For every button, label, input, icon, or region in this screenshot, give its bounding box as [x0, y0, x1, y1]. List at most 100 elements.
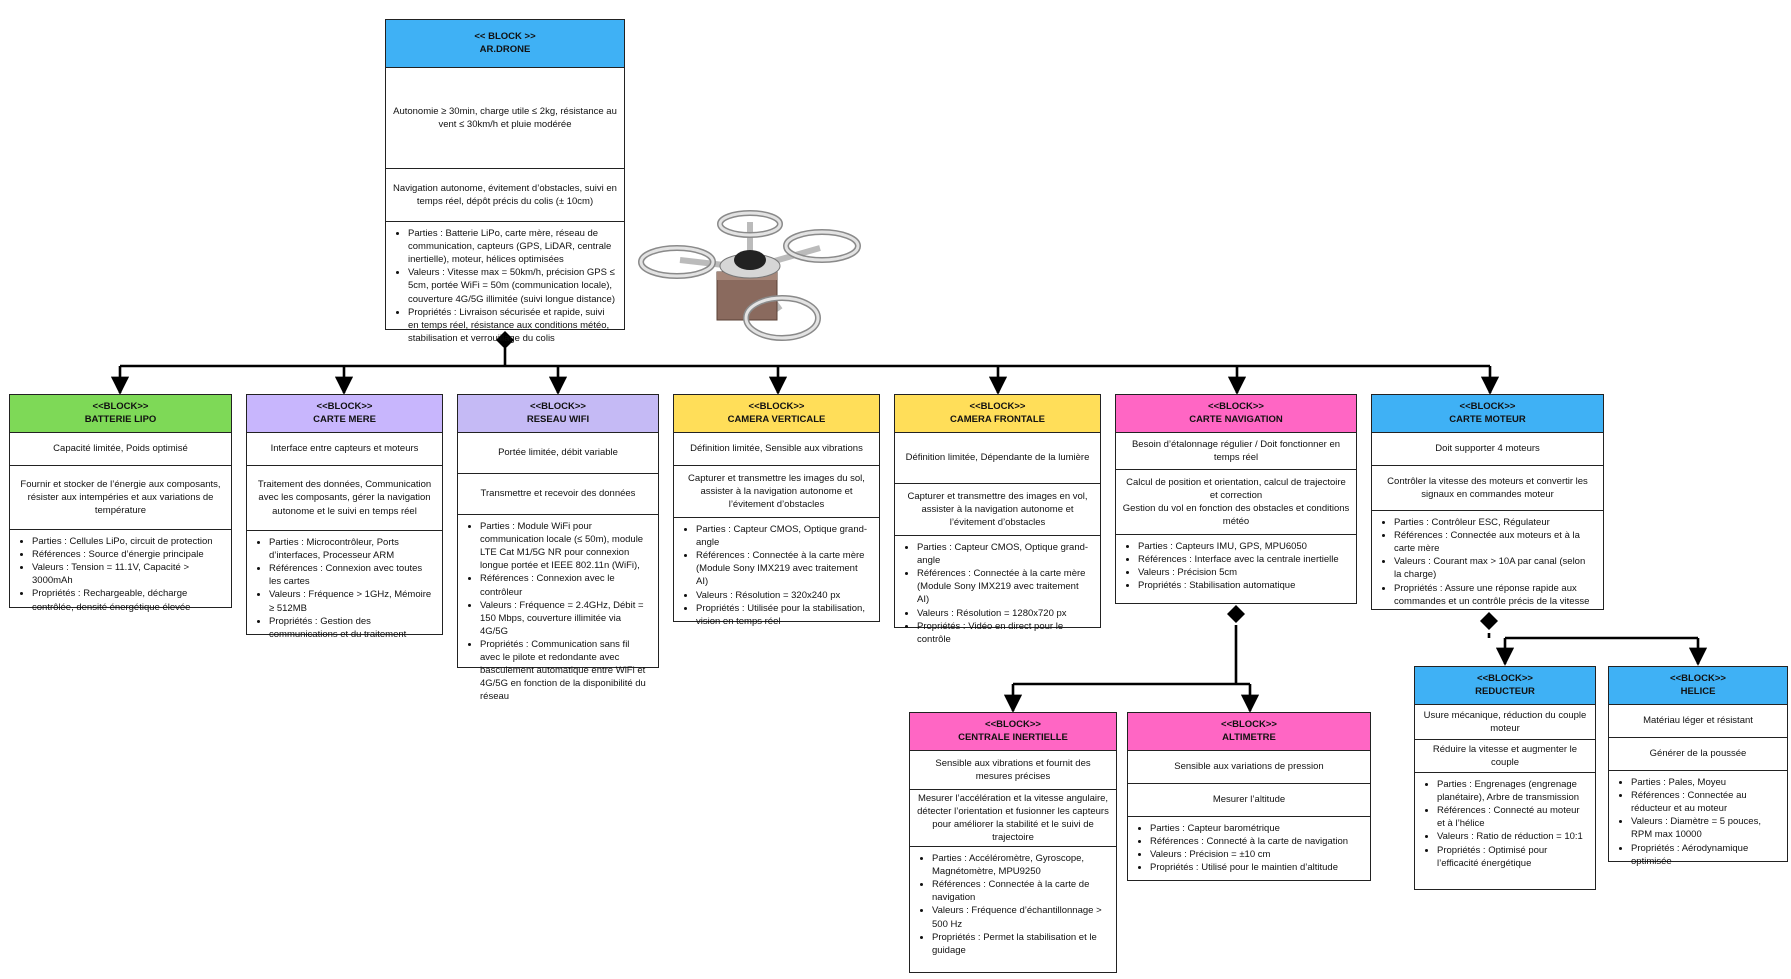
block-name: RESEAU WIFI	[526, 413, 590, 425]
detail-item: Références : Connecté à la carte de navi…	[1150, 835, 1362, 848]
block-stereotype: <<BLOCK>>	[748, 401, 805, 413]
detail-item: Références : Connectée à la carte de nav…	[932, 878, 1108, 904]
detail-item: Propriétés : Livraison sécurisée et rapi…	[408, 306, 616, 345]
detail-item: Références : Interface avec la centrale …	[1138, 553, 1348, 566]
block-details: Parties : Capteurs IMU, GPS, MPU6050 Réf…	[1116, 535, 1356, 597]
detail-item: Valeurs : Précision 5cm	[1138, 566, 1348, 579]
block-constraints: Capacité limitée, Poids optimisé	[10, 433, 231, 466]
block-name: REDUCTEUR	[1475, 685, 1535, 697]
detail-item: Valeurs : Tension = 11.1V, Capacité > 30…	[32, 561, 223, 587]
block-header: <<BLOCK>> CAMERA VERTICALE	[674, 395, 879, 433]
block-operations: Générer de la poussée	[1609, 738, 1787, 771]
block-header: <<BLOCK>> CARTE MOTEUR	[1372, 395, 1603, 433]
block-details: Parties : Pales, Moyeu Références : Conn…	[1609, 771, 1787, 873]
detail-item: Propriétés : Stabilisation automatique	[1138, 579, 1348, 592]
block-name: HELICE	[1680, 685, 1716, 697]
detail-item: Références : Connectée à la carte mère (…	[696, 549, 871, 588]
detail-item: Propriétés : Assure une réponse rapide a…	[1394, 582, 1595, 608]
detail-item: Références : Connectée au réducteur et a…	[1631, 789, 1779, 815]
detail-item: Références : Connectée aux moteurs et à …	[1394, 529, 1595, 555]
detail-item: Propriétés : Utilisé pour le maintien d’…	[1150, 861, 1362, 874]
block-constraints: Usure mécanique, réduction du couple mot…	[1415, 705, 1595, 740]
nav-composition-diamond	[1227, 605, 1245, 623]
block-name: CENTRALE INERTIELLE	[958, 731, 1068, 743]
detail-item: Propriétés : Permet la stabilisation et …	[932, 931, 1108, 957]
block-carte-mere: <<BLOCK>> CARTE MERE Interface entre cap…	[246, 394, 443, 640]
detail-item: Parties : Cellules LiPo, circuit de prot…	[32, 535, 223, 548]
block-stereotype: <<BLOCK>>	[92, 401, 149, 413]
block-header: <<BLOCK>> RESEAU WIFI	[458, 395, 658, 433]
detail-item: Parties : Engrenages (engrenage planétai…	[1437, 778, 1587, 804]
block-header: <<BLOCK>> CARTE NAVIGATION	[1116, 395, 1356, 433]
detail-item: Références : Connexion avec toutes les c…	[269, 562, 434, 588]
block-name: AR.DRONE	[479, 43, 531, 55]
block-details: Parties : Accéléromètre, Gyroscope, Magn…	[910, 847, 1116, 962]
detail-item: Parties : Contrôleur ESC, Régulateur	[1394, 516, 1595, 529]
block-stereotype: <<BLOCK>>	[530, 401, 586, 413]
detail-item: Valeurs : Courant max > 10A par canal (s…	[1394, 555, 1595, 581]
detail-item: Parties : Accéléromètre, Gyroscope, Magn…	[932, 852, 1108, 878]
block-details: Parties : Capteur CMOS, Optique grand-an…	[895, 536, 1100, 651]
block-header: <<BLOCK>> CENTRALE INERTIELLE	[910, 713, 1116, 751]
block-carte-navigation: <<BLOCK>> CARTE NAVIGATION Besoin d’étal…	[1115, 394, 1357, 604]
detail-item: Parties : Pales, Moyeu	[1631, 776, 1779, 789]
block-constraints: Interface entre capteurs et moteurs	[247, 433, 442, 466]
block-details: Parties : Contrôleur ESC, Régulateur Réf…	[1372, 511, 1603, 613]
detail-item: Parties : Microcontrôleur, Ports d’inter…	[269, 536, 434, 562]
block-name: CARTE MOTEUR	[1449, 413, 1526, 425]
moteur-composition-diamond	[1480, 612, 1498, 630]
detail-item: Références : Source d’énergie principale	[32, 548, 223, 561]
block-operations: Capturer et transmettre des images en vo…	[895, 484, 1100, 536]
block-altimetre: <<BLOCK>> ALTIMETRE Sensible aux variati…	[1127, 712, 1371, 881]
detail-item: Valeurs : Résolution = 1280x720 px	[917, 607, 1092, 620]
block-details: Parties : Engrenages (engrenage planétai…	[1415, 773, 1595, 875]
detail-item: Propriétés : Vidéo en direct pour le con…	[917, 620, 1092, 646]
block-header: <<BLOCK>> BATTERIE LIPO	[10, 395, 231, 433]
block-constraints: Besoin d’étalonnage régulier / Doit fonc…	[1116, 433, 1356, 470]
block-constraints: Matériau léger et résistant	[1609, 705, 1787, 738]
block-helice: <<BLOCK>> HELICE Matériau léger et résis…	[1608, 666, 1788, 867]
detail-item: Parties : Capteurs IMU, GPS, MPU6050	[1138, 540, 1348, 553]
block-header: <<BLOCK>> ALTIMETRE	[1128, 713, 1370, 751]
block-name: ALTIMETRE	[1222, 731, 1276, 743]
detail-item: Valeurs : Précision = ±10 cm	[1150, 848, 1362, 861]
detail-item: Références : Connecté au moteur et à l’h…	[1437, 804, 1587, 830]
block-reducteur: <<BLOCK>> REDUCTEUR Usure mécanique, réd…	[1414, 666, 1596, 890]
block-operations: Fournir et stocker de l’énergie aux comp…	[10, 466, 231, 530]
block-operations: Mesurer l’altitude	[1128, 784, 1370, 817]
block-ardrone: << BLOCK >> AR.DRONE Autonomie ≥ 30min, …	[385, 19, 625, 344]
block-details: Parties : Batterie LiPo, carte mère, rés…	[386, 222, 624, 350]
block-stereotype: <<BLOCK>>	[1221, 719, 1277, 731]
block-operations: Contrôler la vitesse des moteurs et conv…	[1372, 466, 1603, 511]
block-header: << BLOCK >> AR.DRONE	[386, 20, 624, 68]
block-stereotype: << BLOCK >>	[474, 31, 536, 43]
block-camera-frontale: <<BLOCK>> CAMERA FRONTALE Définition lim…	[894, 394, 1101, 645]
block-camera-verticale: <<BLOCK>> CAMERA VERTICALE Définition li…	[673, 394, 880, 627]
block-reseau-wifi: <<BLOCK>> RESEAU WIFI Portée limitée, dé…	[457, 394, 659, 702]
block-details: Parties : Microcontrôleur, Ports d’inter…	[247, 531, 442, 646]
block-operations: Mesurer l’accélération et la vitesse ang…	[910, 790, 1116, 847]
block-header: <<BLOCK>> REDUCTEUR	[1415, 667, 1595, 705]
root-composition-diamond	[496, 331, 514, 349]
detail-item: Propriétés : Communication sans fil avec…	[480, 638, 650, 704]
block-name: CAMERA VERTICALE	[727, 413, 826, 425]
block-stereotype: <<BLOCK>>	[969, 401, 1026, 413]
block-details: Parties : Capteur CMOS, Optique grand-an…	[674, 518, 879, 633]
detail-item: Valeurs : Fréquence d’échantillonnage > …	[932, 904, 1108, 930]
detail-item: Parties : Capteur barométrique	[1150, 822, 1362, 835]
drone-image	[638, 210, 861, 341]
detail-item: Valeurs : Diamètre = 5 pouces, RPM max 1…	[1631, 815, 1779, 841]
detail-item: Parties : Module WiFi pour communication…	[480, 520, 650, 572]
block-centrale-inertielle: <<BLOCK>> CENTRALE INERTIELLE Sensible a…	[909, 712, 1117, 973]
block-header: <<BLOCK>> CARTE MERE	[247, 395, 442, 433]
detail-item: Références : Connectée à la carte mère (…	[917, 567, 1092, 606]
detail-item: Parties : Capteur CMOS, Optique grand-an…	[917, 541, 1092, 567]
block-details: Parties : Cellules LiPo, circuit de prot…	[10, 530, 231, 619]
detail-item: Valeurs : Fréquence = 2.4GHz, Débit = 15…	[480, 599, 650, 638]
detail-item: Propriétés : Rechargeable, décharge cont…	[32, 587, 223, 613]
detail-item: Propriétés : Utilisée pour la stabilisat…	[696, 602, 871, 628]
block-header: <<BLOCK>> HELICE	[1609, 667, 1787, 705]
block-constraints: Portée limitée, débit variable	[458, 433, 658, 474]
block-constraints: Définition limitée, Dépendante de la lum…	[895, 433, 1100, 484]
